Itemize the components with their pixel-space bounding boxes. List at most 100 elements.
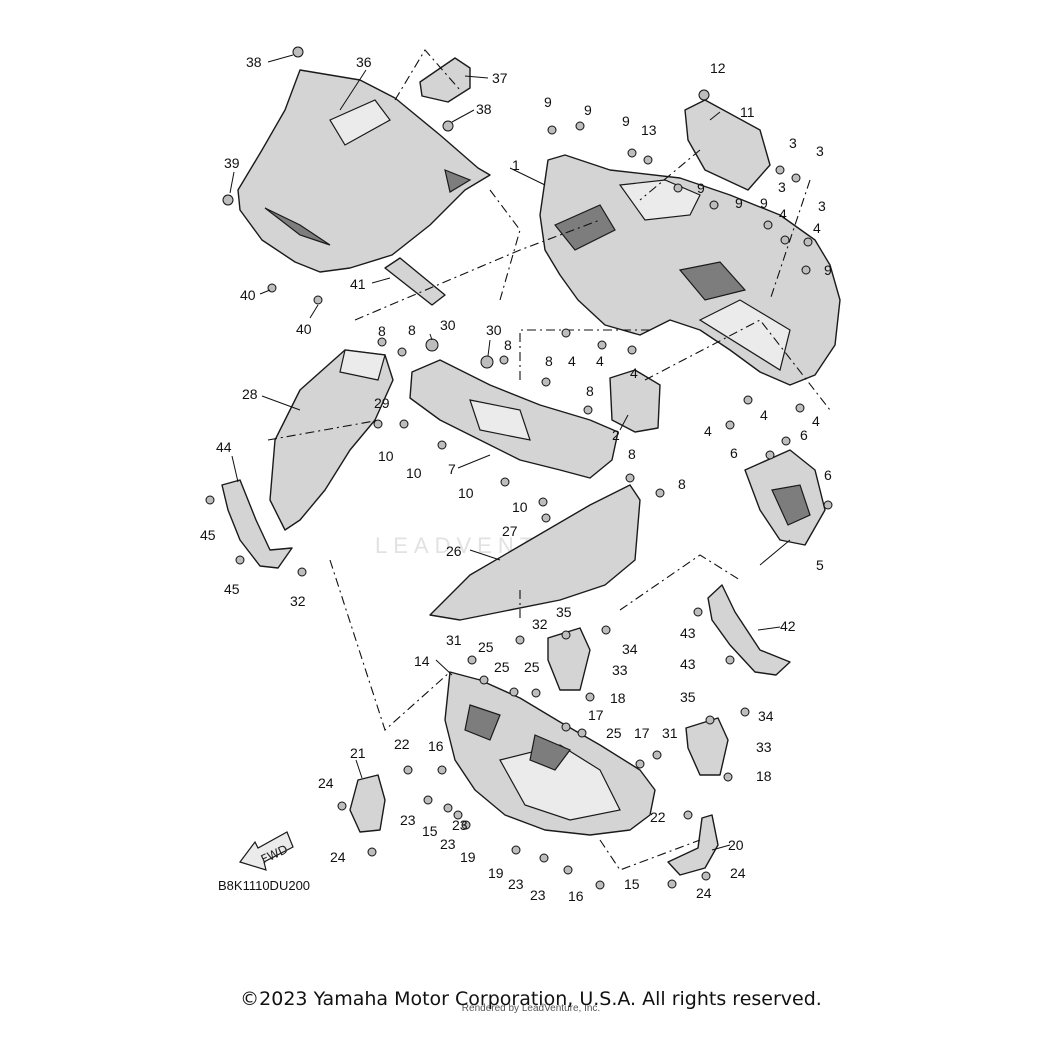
callout-16b: 16 — [568, 888, 584, 904]
callout-38b: 38 — [476, 101, 492, 117]
part-37-trim — [419, 57, 471, 103]
callout-35a: 35 — [556, 604, 572, 620]
part-33-bracket-lower — [685, 717, 729, 776]
callout-5: 5 — [816, 557, 824, 573]
callout-31a: 31 — [446, 632, 462, 648]
callout-20: 20 — [728, 837, 744, 853]
callout-23e: 23 — [530, 887, 546, 903]
callout-17a: 17 — [588, 707, 604, 723]
callout-34a: 34 — [622, 641, 638, 657]
callout-23c: 23 — [440, 836, 456, 852]
callout-17b: 17 — [634, 725, 650, 741]
callout-30b: 30 — [486, 322, 502, 338]
callout-29: 29 — [374, 395, 390, 411]
callout-24a: 24 — [318, 775, 334, 791]
fasteners — [205, 46, 833, 890]
callout-9f: 9 — [760, 195, 768, 211]
callout-4f: 4 — [760, 407, 768, 423]
part-44-grip — [221, 479, 293, 569]
callout-4g: 4 — [812, 413, 820, 429]
callout-23a: 23 — [400, 812, 416, 828]
callout-1: 1 — [512, 157, 520, 173]
callout-9d: 9 — [697, 180, 705, 196]
callout-8a: 8 — [378, 323, 386, 339]
callout-9c: 9 — [622, 113, 630, 129]
part-11-cover — [684, 99, 771, 191]
callout-10a: 10 — [378, 448, 394, 464]
callout-25a: 25 — [478, 639, 494, 655]
callout-13: 13 — [641, 122, 657, 138]
callout-31b: 31 — [662, 725, 678, 741]
callout-25c: 25 — [524, 659, 540, 675]
callout-43b: 43 — [680, 656, 696, 672]
callout-14: 14 — [414, 653, 430, 669]
callout-22a: 22 — [394, 736, 410, 752]
callout-34b: 34 — [758, 708, 774, 724]
callout-8e: 8 — [586, 383, 594, 399]
callout-3d: 3 — [818, 198, 826, 214]
callout-15b: 15 — [624, 876, 640, 892]
part-36-hood — [237, 69, 491, 273]
part-41-bracket — [384, 257, 446, 306]
callout-12: 12 — [710, 60, 726, 76]
callout-19b: 19 — [488, 865, 504, 881]
callout-38: 38 — [246, 54, 262, 70]
part-26-right-panel — [429, 484, 641, 621]
callout-45a: 45 — [200, 527, 216, 543]
callout-25b: 25 — [494, 659, 510, 675]
callout-28: 28 — [242, 386, 258, 402]
callout-23b: 23 — [452, 817, 468, 833]
callout-25d: 25 — [606, 725, 622, 741]
callout-19a: 19 — [460, 849, 476, 865]
callout-8g: 8 — [678, 476, 686, 492]
callout-37: 37 — [492, 70, 508, 86]
part-7-crossmember — [409, 359, 619, 479]
callout-3a: 3 — [789, 135, 797, 151]
callout-8c: 8 — [504, 337, 512, 353]
callout-6b: 6 — [800, 427, 808, 443]
callout-6a: 6 — [730, 445, 738, 461]
part-1-dash-panel — [539, 154, 841, 386]
callout-8d: 8 — [545, 353, 553, 369]
callout-24b: 24 — [330, 849, 346, 865]
callout-30a: 30 — [440, 317, 456, 333]
callout-3c: 3 — [778, 179, 786, 195]
callout-18a: 18 — [610, 690, 626, 706]
part-2-panel — [609, 369, 661, 433]
drawing-code: B8K1110DU200 — [218, 878, 310, 893]
callout-24c: 24 — [730, 865, 746, 881]
callout-16a: 16 — [428, 738, 444, 754]
rendered-by-text: Rendered by LeadVenture, Inc. — [461, 1003, 601, 1014]
callout-4d: 4 — [596, 353, 604, 369]
callout-41: 41 — [350, 276, 366, 292]
part-5-housing — [744, 449, 826, 546]
callout-8b: 8 — [408, 322, 416, 338]
callout-39: 39 — [224, 155, 240, 171]
callout-42: 42 — [780, 618, 796, 634]
part-28-left-panel — [269, 349, 394, 531]
callout-11: 11 — [740, 104, 755, 120]
callout-4h: 4 — [704, 423, 712, 439]
part-21-bracket — [349, 774, 386, 833]
callout-43a: 43 — [680, 625, 696, 641]
callout-9e: 9 — [735, 195, 743, 211]
callout-8f: 8 — [628, 446, 636, 462]
callout-22b: 22 — [650, 809, 666, 825]
callout-36: 36 — [356, 54, 372, 70]
callout-9b: 9 — [584, 102, 592, 118]
callout-3b: 3 — [816, 143, 824, 159]
callout-9g: 9 — [824, 262, 832, 278]
callout-6c: 6 — [824, 467, 832, 483]
callout-10d: 10 — [512, 499, 528, 515]
callout-labels: 38 36 37 38 39 40 40 41 9 9 9 13 12 11 1… — [200, 54, 832, 904]
assembly-lines — [267, 49, 831, 871]
callout-24d: 24 — [696, 885, 712, 901]
callout-10b: 10 — [406, 465, 422, 481]
callout-23d: 23 — [508, 876, 524, 892]
callout-9a: 9 — [544, 94, 552, 110]
callout-7: 7 — [448, 461, 456, 477]
callout-4e: 4 — [630, 365, 638, 381]
callout-27: 27 — [502, 523, 518, 539]
callout-44: 44 — [216, 439, 232, 455]
